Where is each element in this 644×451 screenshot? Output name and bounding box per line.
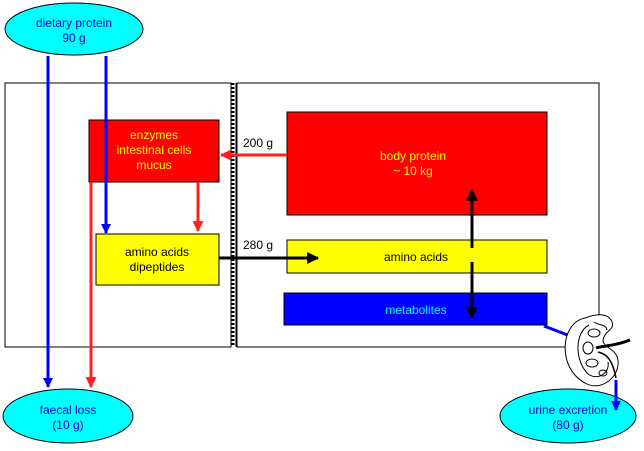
dietary-protein-amount: 90 g — [62, 31, 85, 45]
absorption-flow-label: 280 g — [243, 238, 273, 252]
dietary-protein-ellipse — [4, 2, 144, 56]
dietary-protein-label: dietary protein — [36, 16, 112, 30]
faecal-loss-label: faecal loss — [40, 403, 97, 417]
metabolites-label: metabolites — [385, 303, 446, 317]
enzymes-box — [88, 119, 220, 183]
faecal-loss-amount: (10 g) — [52, 418, 83, 432]
amino-acids-dipeptides-box — [95, 233, 220, 286]
amino-acids-dipeptides-label: amino acids — [125, 245, 189, 259]
faecal-loss-ellipse — [2, 388, 134, 444]
amino-acids-label: amino acids — [384, 250, 448, 264]
dipeptides-label: dipeptides — [130, 260, 185, 274]
mucus-label: mucus — [136, 158, 171, 172]
intestinal-cells-label: intestinal cells — [117, 143, 192, 157]
metabolites-box — [283, 292, 548, 326]
body-protein-amount: ~ 10 kg — [393, 164, 433, 178]
enzymes-label: enzymes — [130, 128, 178, 142]
body-protein-box — [286, 111, 548, 216]
secretion-flow-label: 200 g — [243, 136, 273, 150]
urine-excretion-label: urine excretion — [529, 403, 608, 417]
kidney-icon — [564, 314, 631, 387]
body-protein-label: body protein — [380, 149, 446, 163]
urine-excretion-ellipse — [499, 388, 637, 444]
amino-acids-box — [286, 239, 548, 274]
urine-excretion-amount: (80 g) — [552, 418, 583, 432]
